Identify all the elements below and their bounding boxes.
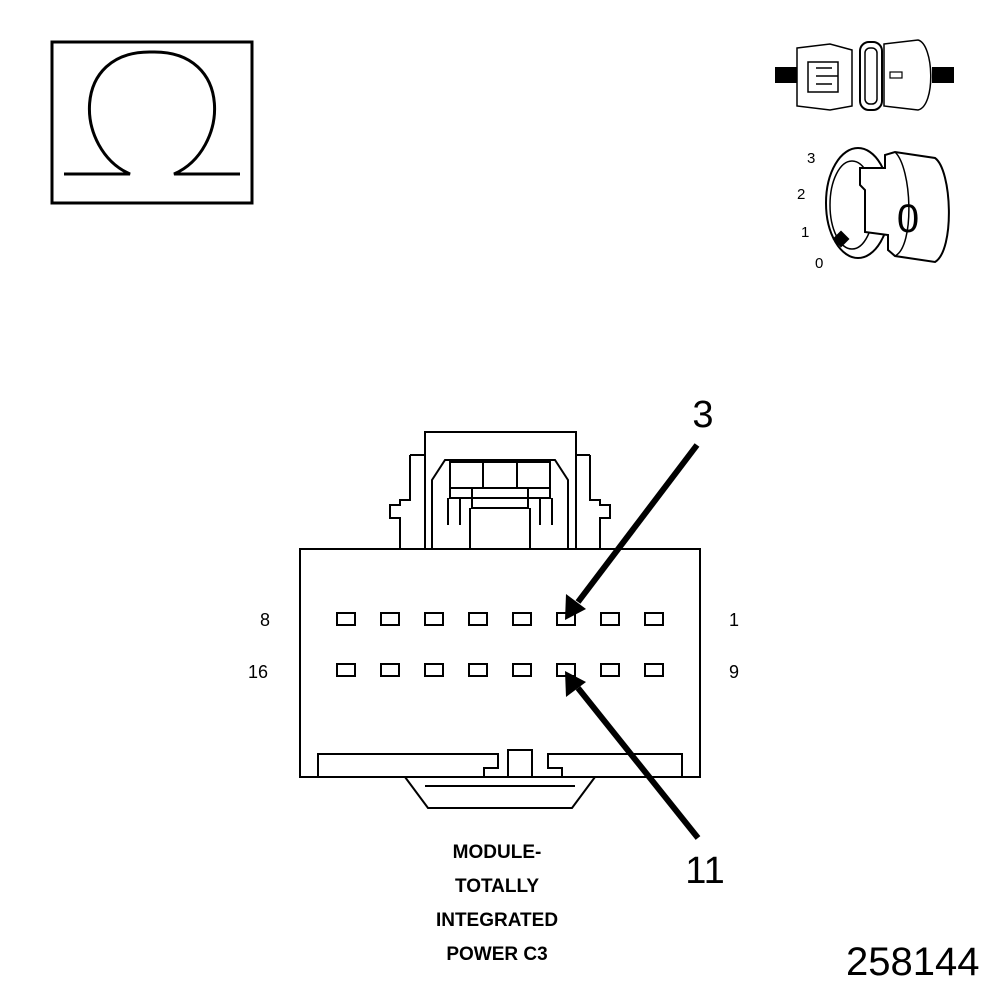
ignition-position-2: 2 [797,186,805,203]
ignition-position-3: 3 [807,150,815,167]
pin-cavity-2 [600,612,620,626]
pin-label-8: 8 [260,610,270,630]
pin-cavity-8 [336,612,356,626]
caption-line-1: MODULE- [452,842,542,863]
pin-cavity-6 [424,612,444,626]
pin-label-16: 16 [248,662,268,682]
pin-cavity-14 [424,663,444,677]
pin-cavity-16 [336,663,356,677]
pin-cavities [336,612,664,677]
pin-cavity-13 [468,663,488,677]
caption-line-2: TOTALLY [454,876,540,897]
ignition-key-label: 0 [897,197,919,241]
ignition-position-1: 1 [801,224,809,241]
pin-cavity-5 [468,612,488,626]
ohm-icon [50,40,254,205]
pin-cavity-12 [512,663,532,677]
ignition-position-0: 0 [815,255,823,272]
callout-label-11: 11 [685,850,724,892]
ignition-key-icon [825,147,950,264]
pin-cavity-9 [644,663,664,677]
callout-arrow-bottom [565,671,701,840]
pin-cavity-1 [644,612,664,626]
pin-label-9: 9 [729,662,739,682]
figure-id: 258144 [846,940,980,984]
pin-cavity-7 [380,612,400,626]
pin-cavity-15 [380,663,400,677]
pin-label-1: 1 [729,610,739,630]
connector-body [299,431,701,809]
pin-cavity-4 [512,612,532,626]
callout-label-3: 3 [692,394,713,436]
connector-disconnect-icon [775,39,954,111]
caption-line-4: POWER C3 [446,944,548,965]
connector-caption: MODULE- TOTALLY INTEGRATED POWER C3 [397,836,597,972]
pin-cavity-10 [600,663,620,677]
callout-arrow-top [565,443,700,620]
caption-line-3: INTEGRATED [435,910,559,931]
